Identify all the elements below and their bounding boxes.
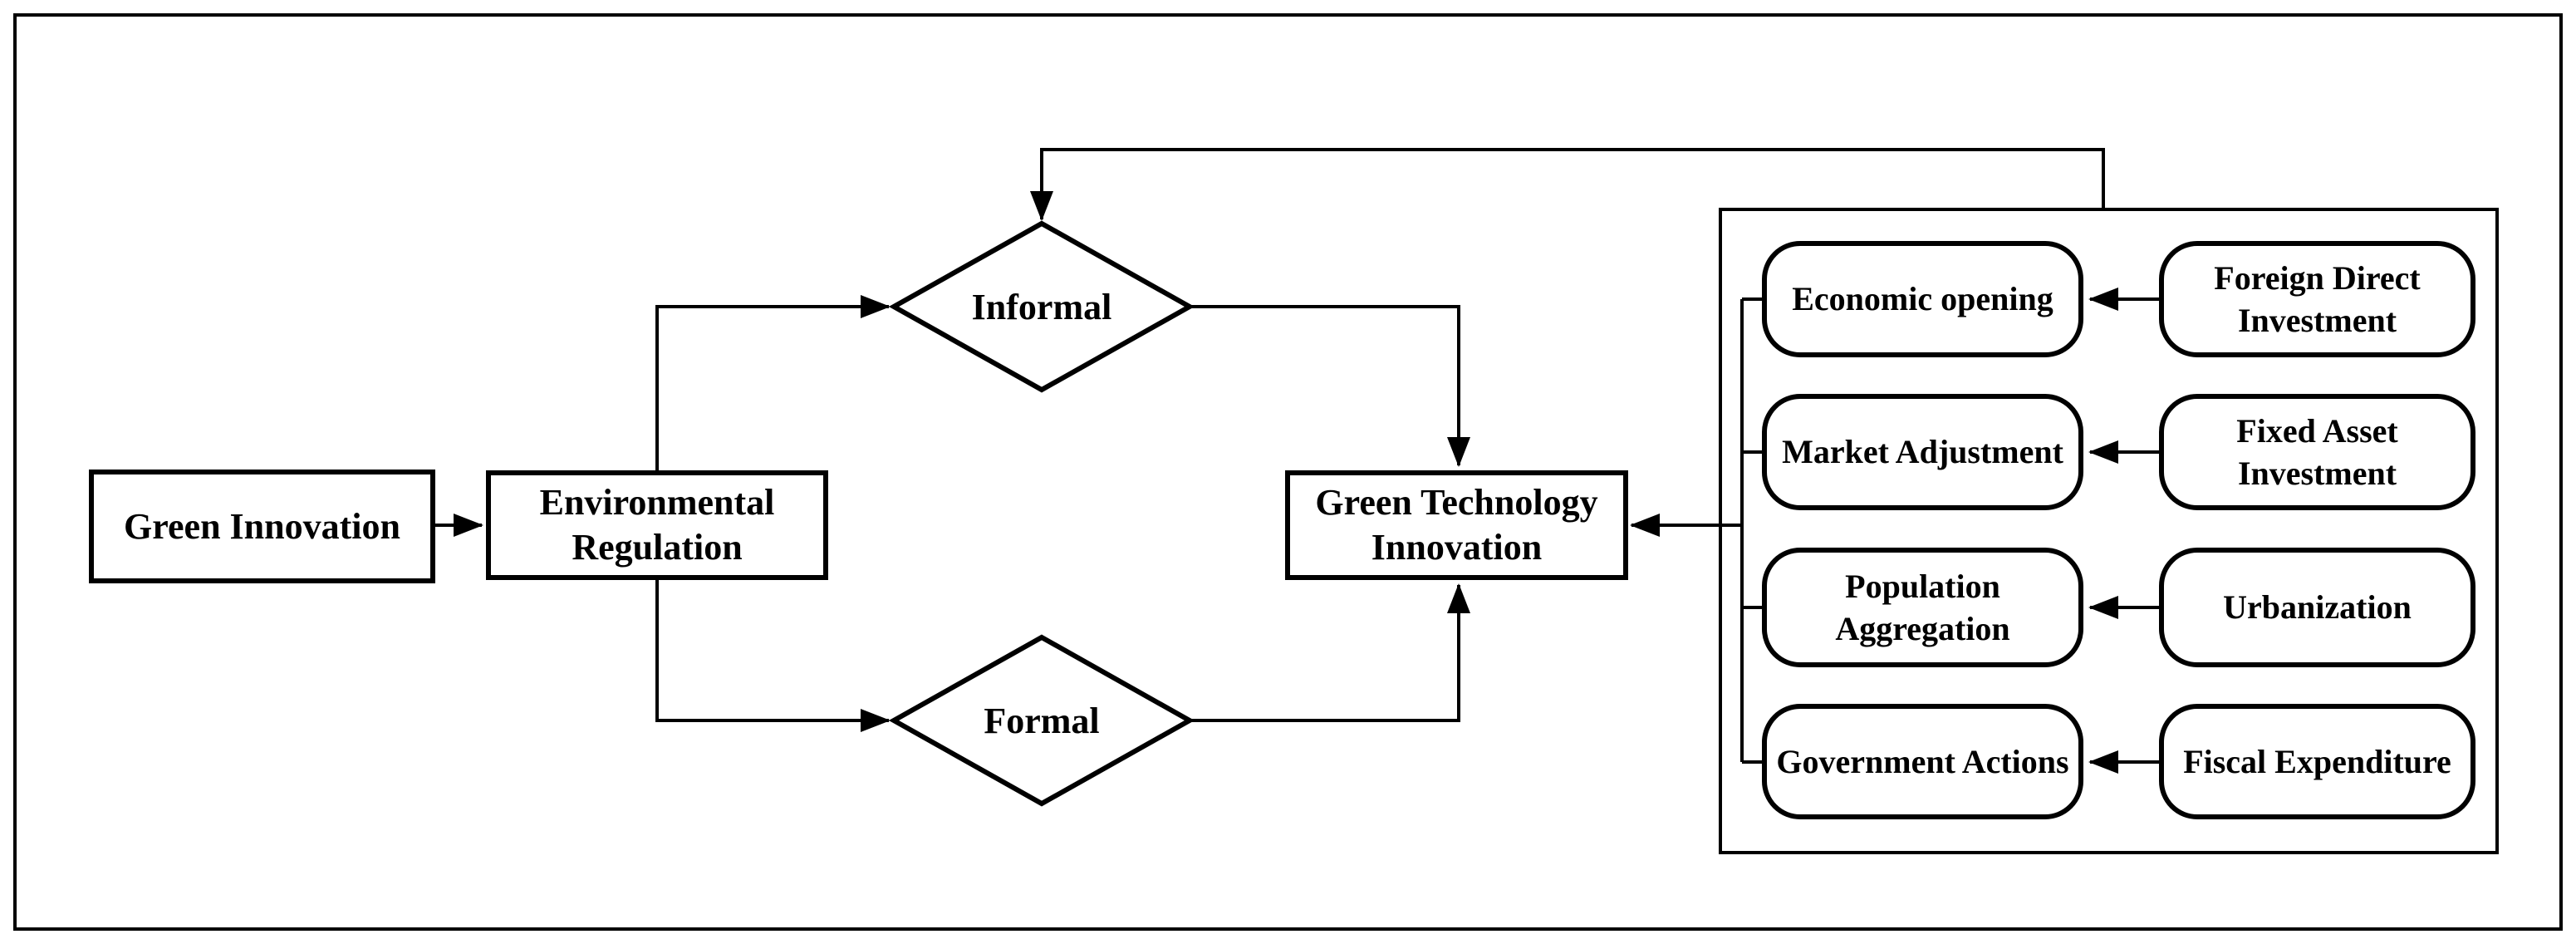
market-adjustment-label: Market Adjustment [1782, 433, 2063, 471]
formal-diamond [888, 634, 1195, 807]
government-actions-node: Government Actions [1762, 704, 2083, 819]
connector-environmental-regulation-to-formal [655, 580, 891, 732]
government-actions-label: Government Actions [1776, 742, 2069, 780]
green-innovation-node: Green Innovation [89, 470, 435, 583]
foreign-direct-investment-label: Foreign Direct Investment [2214, 258, 2421, 339]
informal-label: Informal [971, 286, 1112, 327]
figure-border [13, 13, 2563, 931]
green-technology-innovation-label: Green Technology Innovation [1315, 482, 1598, 568]
connector-feedback-panel-to-informal [1030, 148, 2105, 221]
foreign-direct-investment-node: Foreign Direct Investment [2159, 241, 2475, 357]
environmental-regulation-node: Environmental Regulation [486, 470, 828, 580]
environmental-regulation-label: Environmental Regulation [539, 482, 775, 568]
green-technology-innovation-node: Green Technology Innovation [1285, 470, 1628, 580]
urbanization-label: Urbanization [2223, 588, 2412, 627]
urbanization-node: Urbanization [2159, 548, 2475, 667]
market-adjustment-node: Market Adjustment [1762, 394, 2083, 510]
control-variables-panel [1719, 208, 2499, 854]
fixed-asset-investment-label: Fixed Asset Investment [2236, 411, 2398, 492]
green-innovation-label: Green Innovation [124, 505, 400, 547]
fiscal-expenditure-label: Fiscal Expenditure [2183, 742, 2451, 780]
connector-informal-to-green-technology-innovation [1190, 305, 1470, 467]
population-aggregation-label: Population Aggregation [1835, 567, 2010, 647]
formal-label: Formal [984, 700, 1100, 741]
fixed-asset-investment-node: Fixed Asset Investment [2159, 394, 2475, 510]
connector-environmental-regulation-to-informal [655, 295, 891, 470]
economic-opening-node: Economic opening [1762, 241, 2083, 357]
fiscal-expenditure-node: Fiscal Expenditure [2159, 704, 2475, 819]
connector-formal-to-green-technology-innovation [1190, 583, 1470, 722]
informal-diamond [888, 220, 1195, 393]
economic-opening-label: Economic opening [1792, 280, 2053, 318]
population-aggregation-node: Population Aggregation [1762, 548, 2083, 667]
